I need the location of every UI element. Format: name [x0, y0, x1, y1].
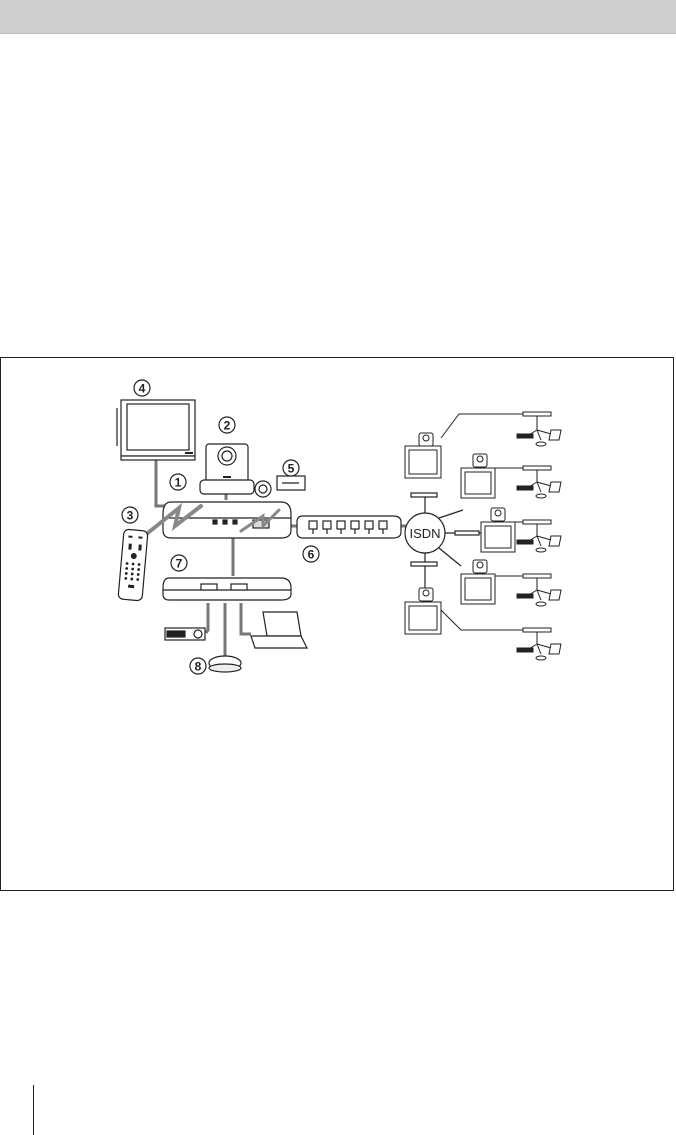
callout-2: 2: [219, 417, 235, 433]
isdn-label: ISDN: [409, 526, 440, 541]
svg-text:8: 8: [195, 660, 202, 674]
callout-5: 5: [283, 460, 299, 476]
ptz-camera: [200, 444, 271, 497]
callout-6: 6: [303, 546, 319, 562]
svg-text:4: 4: [139, 382, 146, 396]
memory-card: [277, 476, 305, 490]
header-bar: [0, 0, 676, 33]
callout-7: 7: [171, 555, 187, 571]
callout-3: 3: [122, 507, 138, 523]
system-diagram-frame: ISDN: [0, 357, 674, 891]
system-configuration-diagram: ISDN: [1, 358, 675, 892]
svg-text:7: 7: [176, 557, 183, 571]
laptop: [251, 612, 307, 648]
remote-site-2: [461, 454, 561, 498]
callout-8: 8: [190, 658, 206, 674]
isdn-hub: [297, 516, 401, 538]
data-solution-box: [163, 578, 291, 600]
callout-1: 1: [170, 474, 186, 490]
svg-text:5: 5: [288, 462, 295, 476]
header-divider: [0, 33, 676, 34]
margin-rule: [33, 1085, 34, 1135]
microphone: [209, 656, 241, 672]
callout-4: 4: [134, 380, 150, 396]
projector: [165, 628, 205, 640]
main-monitor: [117, 400, 195, 460]
svg-text:2: 2: [224, 419, 231, 433]
remote-commander: [118, 529, 148, 601]
remote-site-4: [461, 560, 561, 606]
svg-text:6: 6: [308, 548, 315, 562]
svg-text:1: 1: [175, 476, 182, 490]
remote-site-3: [481, 508, 561, 552]
svg-text:3: 3: [127, 509, 134, 523]
